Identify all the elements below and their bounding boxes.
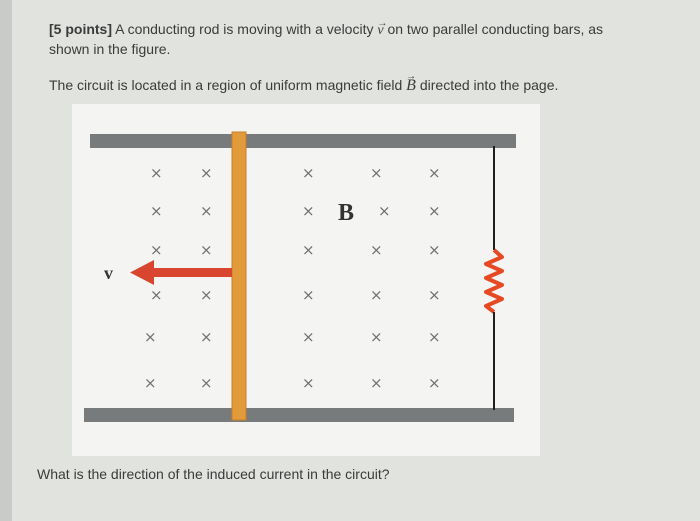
field-cross: × xyxy=(302,286,315,304)
field-cross: × xyxy=(302,164,315,182)
field-cross: × xyxy=(302,241,315,259)
field-cross: × xyxy=(150,164,163,182)
question-prompt: What is the direction of the induced cur… xyxy=(37,466,390,482)
field-cross: × xyxy=(150,202,163,220)
field-cross: × xyxy=(144,374,157,392)
field-cross: × xyxy=(200,241,213,259)
field-cross: × xyxy=(144,328,157,346)
field-cross: × xyxy=(428,202,441,220)
page-left-edge xyxy=(0,0,12,521)
field-cross: × xyxy=(370,374,383,392)
field-cross: × xyxy=(200,328,213,346)
top-rail xyxy=(90,134,516,148)
circuit-figure: × × × × × × × × × × × × × × × × × × × × … xyxy=(72,104,540,456)
field-cross: × xyxy=(302,202,315,220)
velocity-arrow-head xyxy=(130,260,154,285)
field-cross: × xyxy=(200,164,213,182)
points-label: [5 points] xyxy=(49,21,112,37)
field-symbol: B→ xyxy=(406,71,417,94)
field-crosses: × × × × × × × × × × × × × × × × × × × × … xyxy=(144,164,441,392)
field-cross: × xyxy=(150,286,163,304)
circuit-diagram: × × × × × × × × × × × × × × × × × × × × … xyxy=(84,131,516,422)
velocity-symbol: v→ xyxy=(377,18,388,38)
velocity-arrow-shaft xyxy=(150,268,232,277)
field-cross: × xyxy=(428,164,441,182)
field-cross: × xyxy=(428,328,441,346)
field-cross: × xyxy=(302,374,315,392)
field-label: B xyxy=(338,200,354,226)
field-cross: × xyxy=(378,202,391,220)
resistor xyxy=(484,248,504,314)
field-cross: × xyxy=(370,328,383,346)
field-cross: × xyxy=(370,241,383,259)
field-cross: × xyxy=(302,328,315,346)
bottom-rail xyxy=(84,408,514,422)
field-cross: × xyxy=(370,286,383,304)
field-cross: × xyxy=(428,374,441,392)
field-cross: × xyxy=(370,164,383,182)
question-line-3: The circuit is located in a region of un… xyxy=(49,71,559,94)
conducting-rod xyxy=(231,131,247,421)
field-cross: × xyxy=(428,286,441,304)
field-cross: × xyxy=(200,202,213,220)
velocity-label: v xyxy=(104,263,113,283)
field-cross: × xyxy=(200,286,213,304)
question-line-2: shown in the figure. xyxy=(49,41,171,57)
field-cross: × xyxy=(150,241,163,259)
field-cross: × xyxy=(428,241,441,259)
question-line-1: [5 points] A conducting rod is moving wi… xyxy=(49,18,604,38)
field-cross: × xyxy=(200,374,213,392)
